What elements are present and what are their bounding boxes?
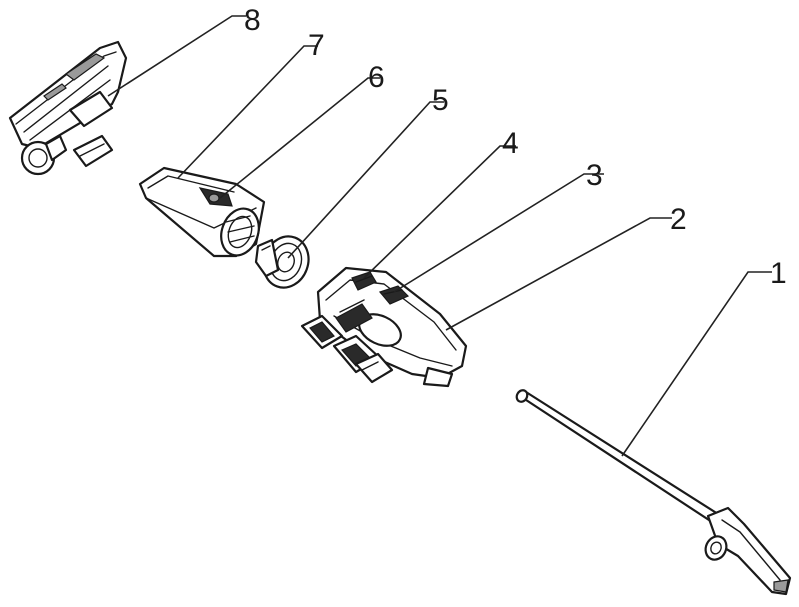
leader-lines	[107, 15, 772, 457]
part-2-wheels	[300, 314, 394, 384]
leader-5	[287, 101, 444, 259]
leader-2	[445, 217, 672, 331]
part-7-dust-bin	[138, 166, 266, 258]
callout-4: 4	[502, 127, 519, 160]
part-8-floor-nozzle	[8, 40, 128, 176]
part-1-extension-wand	[515, 389, 792, 596]
callout-1: 1	[770, 257, 787, 290]
part-4-release-latch	[351, 271, 377, 291]
part-6-filter-screen	[225, 215, 255, 243]
callout-8: 8	[244, 4, 261, 37]
callout-6: 6	[368, 61, 385, 94]
callout-5: 5	[432, 84, 449, 117]
part-5-filter-cone	[254, 235, 310, 289]
callout-3: 3	[586, 159, 603, 192]
leader-6	[219, 77, 380, 199]
part-3-power-button	[378, 285, 410, 305]
leader-3	[393, 173, 604, 293]
callout-labels: 1 2 3 4 5 6 7 8	[244, 4, 787, 290]
leader-8	[107, 15, 246, 97]
leader-4	[363, 145, 516, 279]
callout-2: 2	[670, 203, 687, 236]
leader-1	[621, 271, 772, 457]
part-2-motor-body	[316, 266, 468, 388]
leader-7	[177, 45, 318, 179]
callout-7: 7	[308, 29, 325, 62]
